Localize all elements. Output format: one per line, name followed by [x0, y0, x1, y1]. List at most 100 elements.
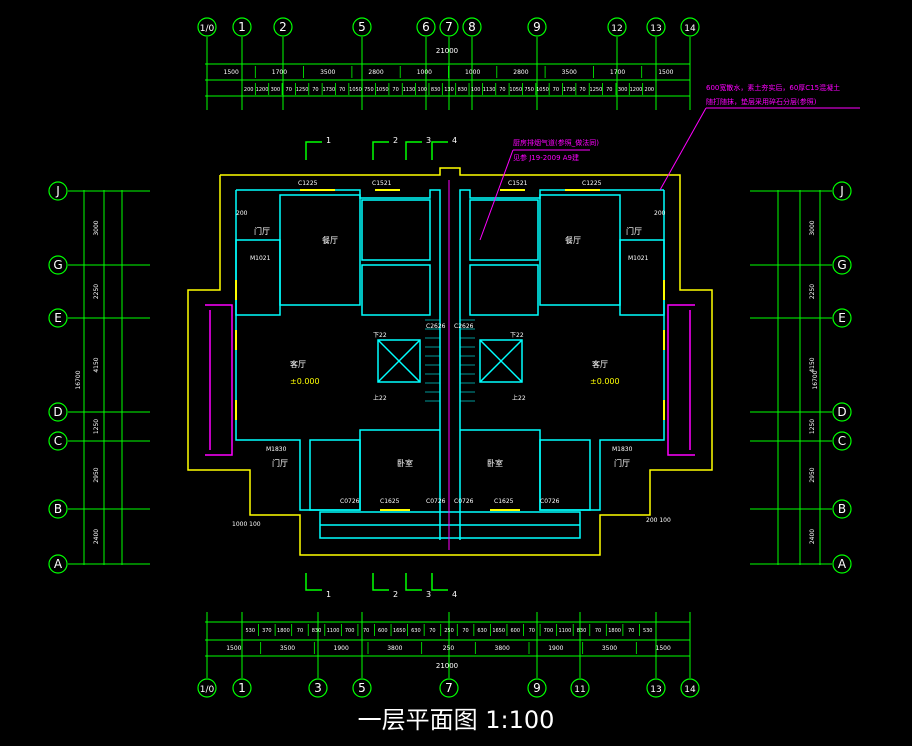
dim-text: 1050 [536, 87, 549, 93]
dim-text: 1050 [349, 87, 362, 93]
axis-bubble-14: 14 [680, 612, 700, 698]
section-marker-4: 44 [431, 136, 457, 599]
svg-text:E: E [838, 311, 846, 325]
dim-text: 600 [510, 628, 520, 634]
label-200-right: 200 [654, 210, 666, 217]
axis-bubble-11: 11 [570, 612, 590, 698]
label-c0726-e: C0726 [340, 498, 360, 505]
dim-text: 70 [429, 628, 435, 634]
axis-bubble-E: E [750, 308, 852, 328]
label-down22-right: 下22 [510, 332, 524, 339]
dim-text: 130 [444, 87, 454, 93]
label-1000-left: 1000 100 [232, 521, 261, 528]
svg-text:8: 8 [468, 20, 476, 34]
dim-text: 2800 [513, 69, 528, 76]
axis-bubble-J: J [750, 181, 852, 201]
side-dim-text: 3000 [93, 220, 100, 235]
svg-text:1: 1 [238, 681, 246, 695]
dim-text: 70 [286, 87, 292, 93]
side-dim-text: 1250 [809, 419, 816, 434]
axis-bubble-A: A [48, 554, 150, 574]
dim-text: 100 [418, 87, 428, 93]
side-dim-text: 2250 [93, 284, 100, 299]
dim-text: 70 [462, 628, 468, 634]
dim-text: 200 [645, 87, 655, 93]
room-hall-right: 门厅 [626, 226, 642, 236]
axis-bubble-1: 1 [232, 17, 252, 110]
note-vent: 厨房排烟气道(参照_做法同) [513, 138, 599, 147]
axis-bubble-A: A [750, 554, 852, 574]
room-dining-left: 餐厅 [322, 236, 338, 245]
room-bed-right: 卧室 [487, 458, 503, 468]
side-dim-text: 1250 [93, 419, 100, 434]
note-apron-2: 随打随抹，垫层采用碎石分层(参照) [706, 97, 817, 106]
svg-text:4: 4 [452, 590, 457, 599]
axis-bubble-7: 7 [439, 612, 459, 698]
dim-text: 1250 [296, 87, 309, 93]
svg-text:E: E [54, 311, 62, 325]
axis-bubble-13: 13 [646, 612, 666, 698]
dim-text: 70 [392, 87, 398, 93]
side-dim-text: 4150 [93, 357, 100, 372]
axis-bubble-14: 14 [680, 17, 700, 110]
dim-text: 750 [364, 87, 374, 93]
elevation-left: ±0.000 [290, 377, 320, 386]
dim-text: 2800 [368, 69, 383, 76]
svg-text:B: B [54, 502, 62, 516]
svg-text:5: 5 [358, 681, 366, 695]
svg-text:12: 12 [611, 24, 622, 34]
svg-text:D: D [837, 405, 846, 419]
axis-bubble-9: 9 [527, 612, 547, 698]
axis-bubble-B: B [750, 499, 852, 519]
dim-text: 3500 [320, 69, 335, 76]
label-m1021-right: M1021 [628, 255, 649, 262]
dim-text: 1500 [226, 645, 241, 652]
svg-text:5: 5 [358, 20, 366, 34]
label-1000-right: 200 100 [646, 517, 671, 524]
svg-text:2: 2 [393, 590, 398, 599]
dim-text: 1050 [376, 87, 389, 93]
bottom-total-dim: 21000 [436, 662, 458, 670]
notes: 厨房排烟气道(参照_做法同) 见参 J19-2009 A9建 600宽散水，素土… [479, 83, 860, 241]
dim-text: 1250 [590, 87, 603, 93]
dim-text: 700 [544, 628, 554, 634]
label-c1625-left: C1625 [380, 498, 400, 505]
dim-text: 300 [271, 87, 281, 93]
svg-text:3: 3 [314, 681, 322, 695]
component-labels: C1225 C1521 C1521 C1225 M1021 M1021 C262… [232, 180, 671, 528]
svg-text:3: 3 [426, 590, 431, 599]
axis-bubble-2: 2 [273, 17, 293, 110]
label-up22-left: 上22 [373, 394, 387, 402]
bottom-dim-lines [205, 621, 690, 657]
dim-text: 70 [606, 87, 612, 93]
dim-text: 1650 [492, 628, 505, 634]
dim-text: 1000 [465, 69, 480, 76]
label-c0726-h: C0726 [540, 498, 560, 505]
dim-text: 1000 [417, 69, 432, 76]
section-marker-3: 33 [405, 136, 431, 599]
svg-text:11: 11 [574, 685, 585, 695]
axis-bubble-1-0: 1/0 [197, 612, 217, 698]
dim-text: 1130 [483, 87, 496, 93]
section-marker-2: 22 [372, 136, 398, 599]
room-foyer-right: 门厅 [614, 458, 630, 468]
dim-text: 70 [628, 628, 634, 634]
svg-text:14: 14 [684, 24, 696, 34]
label-c1225-left: C1225 [298, 180, 318, 187]
dim-text: 70 [553, 87, 559, 93]
note-apron-1: 600宽散水，素土夯实后，60厚C15混凝土 [706, 83, 840, 92]
svg-text:14: 14 [684, 685, 696, 695]
axis-bubble-D: D [750, 402, 852, 422]
label-m1830-left: M1830 [266, 446, 287, 453]
svg-text:2: 2 [393, 136, 398, 145]
dim-text: 70 [312, 87, 318, 93]
axis-bubble-12: 12 [607, 17, 627, 110]
room-foyer-left: 门厅 [272, 458, 288, 468]
dim-text: 630 [477, 628, 487, 634]
axis-bubble-1: 1 [232, 612, 252, 698]
dim-text: 830 [577, 628, 587, 634]
dim-text: 70 [363, 628, 369, 634]
dim-text: 1130 [403, 87, 416, 93]
